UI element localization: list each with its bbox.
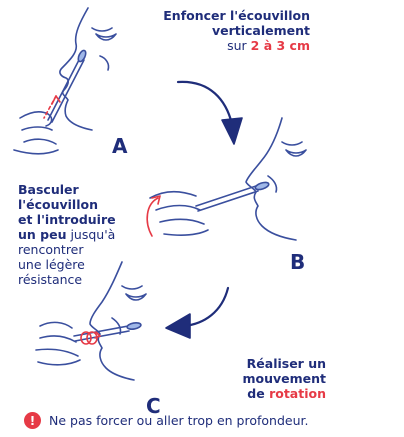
step-b-line5: rencontrer xyxy=(18,242,84,257)
step-b-line6: une légère xyxy=(18,257,85,272)
swab-b xyxy=(195,181,270,212)
tilt-arrow-b xyxy=(146,195,161,237)
step-c-instruction: Réaliser un mouvement de rotation xyxy=(236,356,326,401)
face-profile-b xyxy=(245,117,307,241)
step-c-line2: mouvement xyxy=(242,371,326,386)
swab-c xyxy=(73,322,142,342)
step-a-depth-value: 2 à 3 cm xyxy=(250,38,310,53)
hand-b xyxy=(149,190,209,236)
step-a-letter: A xyxy=(112,134,128,158)
step-a-line3-prefix: sur xyxy=(227,38,251,53)
hand-a xyxy=(13,111,59,155)
step-b-line4-bold: un peu xyxy=(18,227,67,242)
warning-note: ! Ne pas forcer ou aller trop en profond… xyxy=(24,412,308,429)
step-b-letter: B xyxy=(290,250,306,274)
warning-text: Ne pas forcer ou aller trop en profondeu… xyxy=(49,413,309,428)
step-c-letter: C xyxy=(146,394,161,418)
step-b-line3: et l'introduire xyxy=(18,212,116,227)
step-b-line4-rest: jusqu'à xyxy=(66,227,116,242)
step-b-line1: Basculer xyxy=(18,182,79,197)
step-c-line3-prefix: de xyxy=(247,386,270,401)
step-a-line2: verticalement xyxy=(211,23,310,38)
face-profile-a xyxy=(59,7,117,131)
face-profile-c xyxy=(89,261,147,381)
swab-a xyxy=(47,49,87,123)
step-a-line1: Enfoncer l'écouvillon xyxy=(163,8,310,23)
step-b-instruction: Basculer l'écouvillon et l'introduire un… xyxy=(18,182,116,287)
rotation-arrow-c xyxy=(80,331,101,345)
curved-arrow-b-to-c xyxy=(165,286,230,339)
step-b-line2: l'écouvillon xyxy=(18,197,98,212)
curved-arrow-a-to-b xyxy=(176,80,243,145)
step-c-line1: Réaliser un xyxy=(246,356,326,371)
depth-arrow-a xyxy=(43,95,61,119)
hand-c xyxy=(35,321,81,366)
step-c-rotation-word: rotation xyxy=(269,386,326,401)
step-a-instruction: Enfoncer l'écouvillon verticalement sur … xyxy=(160,8,310,53)
step-b-line7: résistance xyxy=(18,272,83,287)
exclamation-circle-icon: ! xyxy=(24,412,41,429)
